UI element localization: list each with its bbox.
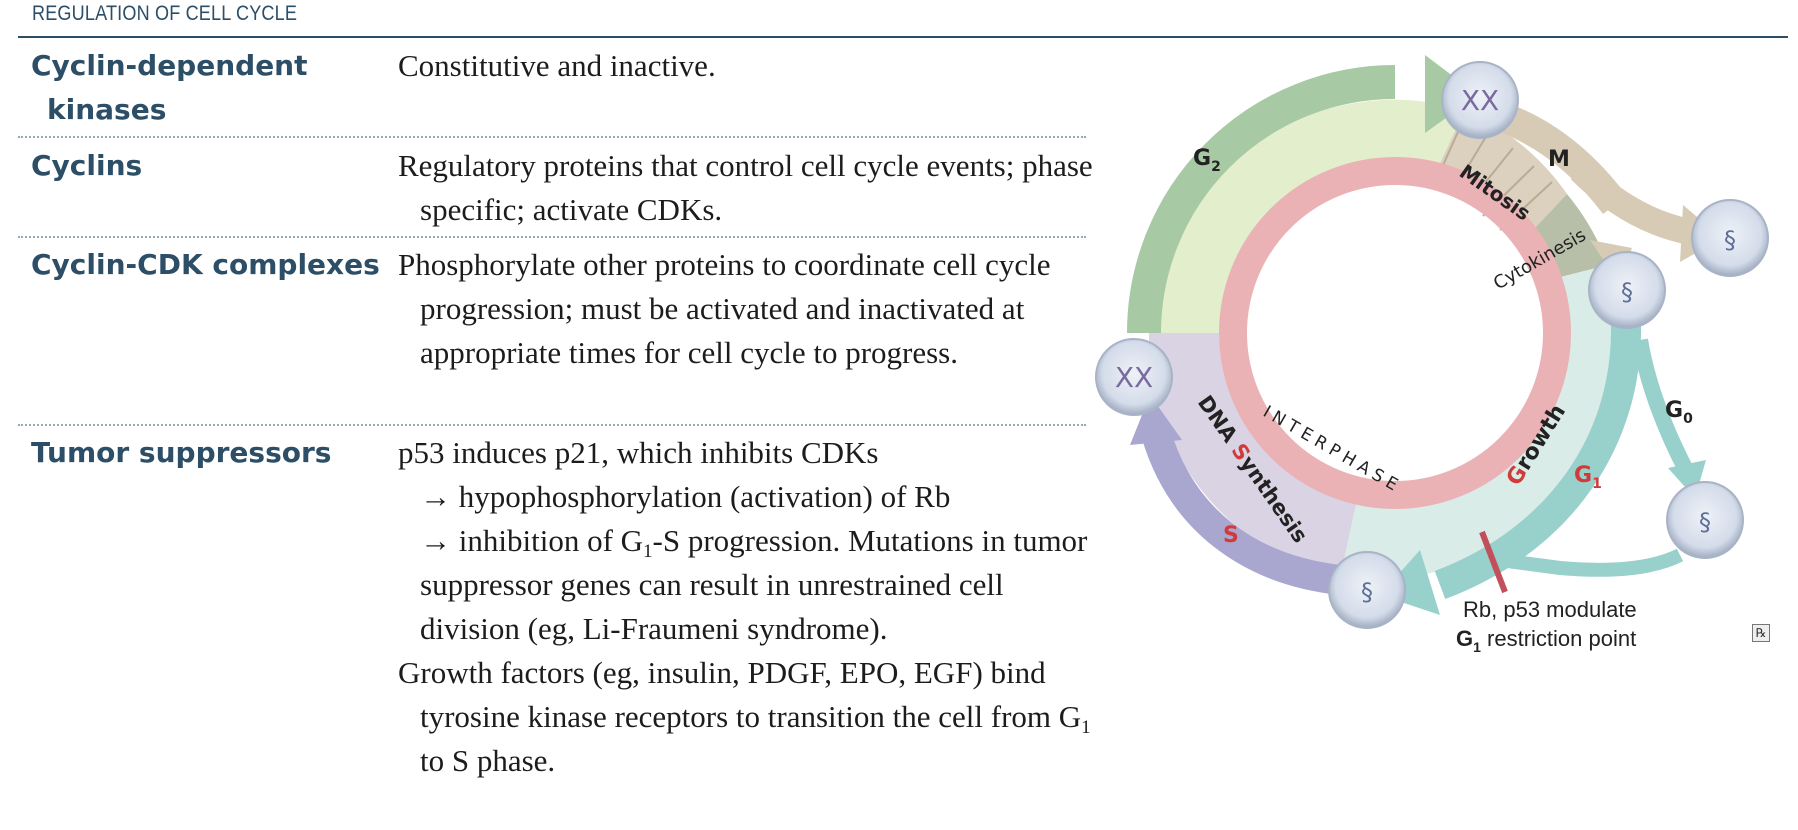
p53-line1: p53 induces p21, which inhibits CDKs bbox=[398, 435, 879, 470]
growth-sector bbox=[1340, 265, 1618, 581]
p53-line2: → hypophosphorylation (activation) of Rb bbox=[420, 479, 951, 514]
term-cdk: Cyclin-dependent kinases bbox=[31, 44, 308, 132]
desc-cyclin-cdk: Phosphorylate other proteins to coordina… bbox=[398, 243, 1098, 375]
term-cdk-line2: kinases bbox=[47, 93, 167, 126]
svg-text:§: § bbox=[1361, 578, 1373, 606]
term-cdk-line1: Cyclin-dependent bbox=[31, 49, 308, 82]
restriction-point-bar bbox=[1479, 530, 1508, 594]
desc-growth-factors: Growth factors (eg, insulin, PDGF, EPO, … bbox=[398, 651, 1098, 783]
cell-left: XX bbox=[1095, 338, 1173, 416]
growth-sub: 1 bbox=[1081, 717, 1091, 738]
desc-tumor-suppressors: p53 induces p21, which inhibits CDKs → h… bbox=[398, 431, 1098, 783]
svg-text:§: § bbox=[1621, 278, 1633, 306]
desc-cyclin-cdk-text: Phosphorylate other proteins to coordina… bbox=[398, 247, 1051, 370]
title-rule bbox=[18, 36, 1788, 38]
row-cyclin-cdk: Cyclin-CDK complexes Phosphorylate other… bbox=[18, 243, 1086, 423]
rx-badge: ℞ bbox=[1752, 624, 1770, 642]
interphase-ring bbox=[1219, 157, 1571, 509]
g0-branch bbox=[1632, 338, 1694, 474]
label-g2: G2 bbox=[1193, 146, 1221, 175]
row-cdk: Cyclin-dependent kinases Constitutive an… bbox=[18, 44, 1086, 136]
g2-sector bbox=[1149, 99, 1465, 334]
desc-cdk: Constitutive and inactive. bbox=[398, 44, 1098, 88]
p53-line3-sub: 1 bbox=[643, 541, 653, 562]
row-divider bbox=[18, 236, 1086, 238]
s-arrowhead bbox=[1130, 395, 1182, 445]
growth-post: to S phase. bbox=[420, 743, 556, 778]
mitosis-sector bbox=[1432, 110, 1567, 246]
cell-m-right: § bbox=[1691, 199, 1769, 277]
g2-arc bbox=[1127, 65, 1396, 334]
row-divider bbox=[18, 136, 1086, 138]
desc-cyclins-text: Regulatory proteins that control cell cy… bbox=[398, 148, 1093, 227]
term-cyclin-cdk: Cyclin-CDK complexes bbox=[31, 248, 380, 281]
cell-cycle-diagram: XX § § XX § § G2 M Mitosis Cytokinesis I… bbox=[1095, 55, 1769, 655]
svg-text:XX: XX bbox=[1115, 361, 1153, 394]
desc-p53: p53 induces p21, which inhibits CDKs → h… bbox=[398, 431, 1098, 651]
svg-text:XX: XX bbox=[1461, 84, 1499, 117]
restriction-label-line1: Rb, p53 modulate bbox=[1463, 597, 1637, 622]
label-g0: G0 bbox=[1665, 398, 1693, 427]
row-divider bbox=[18, 424, 1086, 426]
row-tumor-suppressors: Tumor suppressors p53 induces p21, which… bbox=[18, 431, 1091, 826]
label-s: S bbox=[1223, 523, 1239, 548]
synthesis-sector bbox=[1148, 333, 1357, 578]
label-g1: G1 bbox=[1574, 463, 1602, 492]
cell-bottom: § bbox=[1328, 551, 1406, 629]
g1-arc bbox=[1434, 324, 1642, 600]
term-cyclins: Cyclins bbox=[31, 149, 143, 182]
term-tumor-suppressors: Tumor suppressors bbox=[31, 436, 332, 469]
label-m: M bbox=[1548, 147, 1570, 172]
cell-m-lower: § bbox=[1588, 251, 1666, 329]
g0-return bbox=[1499, 548, 1684, 577]
desc-cyclins: Regulatory proteins that control cell cy… bbox=[398, 144, 1098, 232]
s-arc bbox=[1140, 425, 1342, 595]
svg-text:§: § bbox=[1699, 508, 1711, 536]
svg-text:§: § bbox=[1724, 226, 1736, 254]
cell-g0: § bbox=[1666, 481, 1744, 559]
p53-line3-post: -S progression. Mutations bbox=[652, 523, 974, 558]
p53-line3-pre: → inhibition of G bbox=[420, 523, 644, 558]
growth-pre: Growth factors (eg, insulin, PDGF, EPO, … bbox=[398, 655, 1082, 734]
section-title: REGULATION OF CELL CYCLE bbox=[32, 2, 298, 25]
restriction-label-line2: G1 restriction point bbox=[1456, 626, 1636, 655]
m-arc-g0-branch bbox=[1570, 160, 1693, 245]
row-cyclins: Cyclins Regulatory proteins that control… bbox=[18, 144, 1093, 236]
desc-cdk-text: Constitutive and inactive. bbox=[398, 48, 716, 83]
p53-rest: in tumor suppressor genes can result in … bbox=[420, 523, 1088, 646]
cell-top: XX bbox=[1441, 61, 1519, 139]
